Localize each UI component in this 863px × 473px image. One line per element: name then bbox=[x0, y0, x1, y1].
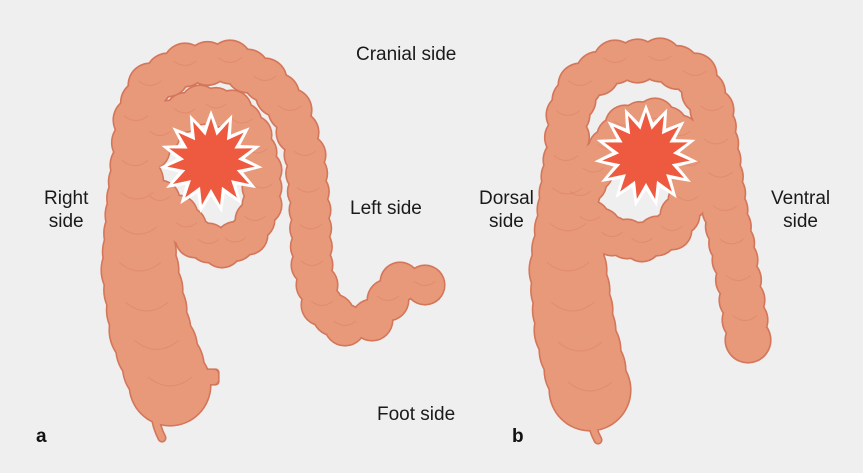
colon-illustration-a bbox=[100, 39, 445, 438]
label-foot-side: Foot side bbox=[377, 403, 455, 426]
label-dorsal-side: Dorsal side bbox=[479, 187, 534, 233]
label-left-side: Left side bbox=[350, 197, 422, 220]
label-dorsal-side-line2: side bbox=[479, 210, 534, 233]
label-ventral-side-line1: Ventral bbox=[771, 187, 830, 210]
label-dorsal-side-line1: Dorsal bbox=[479, 187, 534, 210]
label-right-side: Right side bbox=[44, 187, 88, 233]
label-cranial-side: Cranial side bbox=[356, 43, 456, 66]
panel-letter-b: b bbox=[512, 426, 524, 448]
label-ventral-side-line2: side bbox=[771, 210, 830, 233]
label-right-side-line1: Right bbox=[44, 187, 88, 210]
colon-illustration-b bbox=[528, 37, 771, 440]
label-right-side-line2: side bbox=[44, 210, 88, 233]
label-ventral-side: Ventral side bbox=[771, 187, 830, 233]
panel-letter-a: a bbox=[36, 426, 47, 448]
